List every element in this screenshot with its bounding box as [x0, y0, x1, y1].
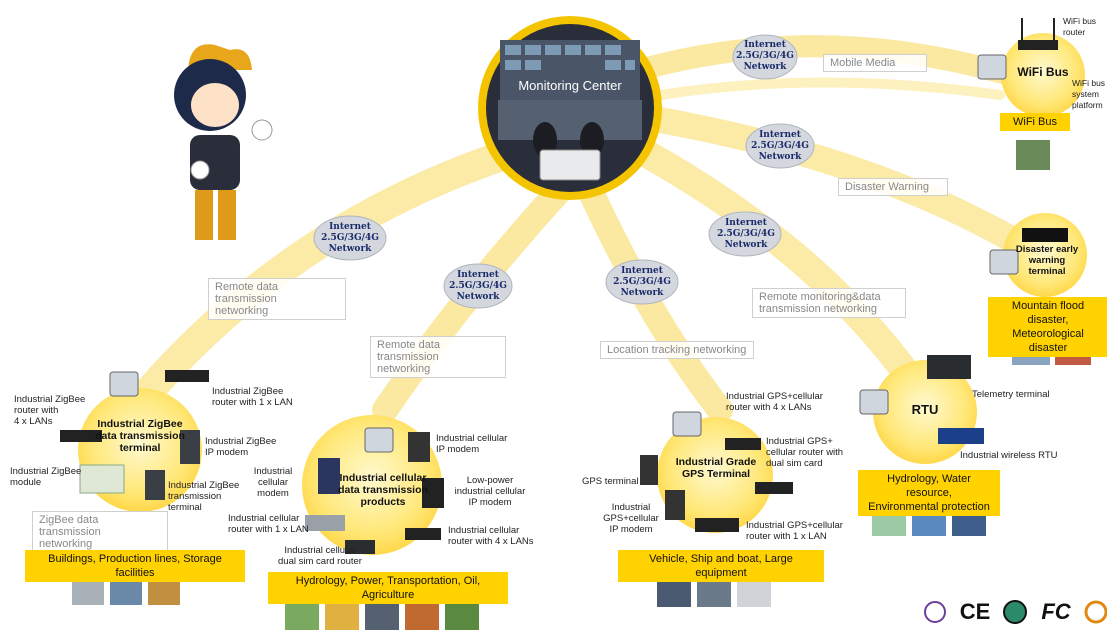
remote-monitoring-label: Remote monitoring&data transmission netw…: [752, 288, 906, 318]
gps-router-4lan-label: Industrial GPS+cellular router with 4 x …: [726, 391, 823, 413]
zigbee-ipmodem-label: Industrial ZigBee IP modem: [205, 436, 277, 458]
cloud-label: Internet: [759, 130, 801, 140]
wifi-circle: [1001, 33, 1085, 117]
cloud-label: Internet: [621, 266, 663, 276]
cloud-label: Internet: [744, 40, 786, 50]
ce-logo-icon: CE: [959, 599, 991, 624]
gps-router-1lan-label: Industrial GPS+cellular router with 1 x …: [746, 520, 843, 542]
cellular-router-1lan-label: Industrial cellular router with 1 x LAN: [228, 513, 309, 535]
zigbee-module-label: Industrial ZigBee module: [10, 466, 82, 488]
gps-dualsim-label: Industrial GPS+ cellular router with dua…: [766, 436, 844, 469]
cloud-label: Network: [724, 240, 768, 250]
cloud-label: 2.5G/3G/4G: [449, 281, 507, 291]
ccc-logo-icon: [1003, 600, 1027, 624]
gps-circle-title: Industrial Grade GPS Terminal: [675, 456, 757, 480]
cloud-internet-lmid: Internet 2.5G/3G/4G Network: [444, 270, 512, 303]
cellular-dualsim-label: Industrial cellular dual sim card router: [278, 545, 362, 567]
wifi-band: WiFi Bus: [1000, 113, 1070, 131]
cloud-internet-mid: Internet 2.5G/3G/4G Network: [748, 130, 812, 163]
beam-gps: [577, 177, 733, 423]
zigbee-networking-label: ZigBee data transmission networking: [32, 511, 168, 553]
cloud-label: Network: [620, 288, 664, 298]
disaster-circle-title: Disaster early warning terminal: [1015, 244, 1079, 277]
cloud-internet-left: Internet 2.5G/3G/4G Network: [316, 222, 384, 255]
remote-data-left-label: Remote data transmission networking: [208, 278, 346, 320]
cellular-router-4lan-label: Industrial cellular router with 4 x LANs: [448, 525, 534, 547]
gps-terminal-label: GPS terminal: [582, 476, 639, 487]
beam-disaster: [647, 107, 1043, 263]
cloud-internet-gps: Internet 2.5G/3G/4G Network: [606, 266, 678, 299]
beam-wifi: [629, 35, 1021, 86]
gps-ipmodem-label: Industrial GPS+cellular IP modem: [603, 502, 659, 535]
device-glyphs: [60, 18, 1068, 554]
cloud-label: 2.5G/3G/4G: [717, 229, 775, 239]
monitor-icons: [109, 54, 1019, 453]
rtu-band: Hydrology, Water resource, Environmental…: [858, 470, 1000, 516]
wifi-router-label: WiFi bus router: [1063, 16, 1097, 37]
rtu-circle-title: RTU: [911, 402, 939, 417]
cloud-label: 2.5G/3G/4G: [736, 51, 794, 61]
cloud-label: Network: [456, 292, 500, 302]
disaster-warning-label: Disaster Warning: [838, 178, 948, 196]
zigbee-router-4lan-label: Industrial ZigBee router with 4 x LANs: [14, 394, 86, 427]
zigbee-band: Buildings, Production lines, Storage fac…: [25, 550, 245, 582]
monitoring-center-title: Monitoring Center: [518, 78, 622, 93]
mascot-illustration: [174, 44, 273, 240]
telemetry-terminal-label: Telemetry terminal: [972, 389, 1050, 400]
cellular-circle-title: Industrial cellular data transmission pr…: [338, 472, 428, 508]
location-tracking-label: Location tracking networking: [600, 341, 754, 359]
cloud-shapes: [313, 34, 815, 309]
cloud-label: Internet: [457, 270, 499, 280]
cloud-internet-rtu: Internet 2.5G/3G/4G Network: [710, 218, 782, 251]
disaster-band: Mountain flood disaster, Meteorological …: [988, 297, 1107, 357]
beam-rtu: [626, 136, 929, 399]
cloud-label: Internet: [329, 222, 371, 232]
wireless-rtu-label: Industrial wireless RTU: [960, 450, 1058, 461]
cloud-label: Internet: [725, 218, 767, 228]
mobile-media-label: Mobile Media: [823, 54, 927, 72]
monitoring-center-graphic: [478, 16, 662, 200]
wifi-circle-title: WiFi Bus: [1017, 65, 1069, 79]
remote-data-mid-label: Remote data transmission networking: [370, 336, 506, 378]
cellular-ipmodem-label: Industrial cellular IP modem: [436, 433, 508, 455]
cellular-lowpower-label: Low-power industrial cellular IP modem: [454, 475, 526, 508]
cloud-internet-top: Internet 2.5G/3G/4G Network: [735, 40, 795, 73]
cloud-label: 2.5G/3G/4G: [751, 141, 809, 151]
beam-wifi-back: [655, 77, 1005, 100]
zigbee-transmission-label: Industrial ZigBee transmission terminal: [168, 480, 240, 513]
cellular-modem-label: Industrial cellular modem: [253, 466, 293, 499]
cellular-band: Hydrology, Power, Transportation, Oil, A…: [268, 572, 508, 604]
fc-logo-icon: FC: [1041, 599, 1071, 624]
gps-band: Vehicle, Ship and boat, Large equipment: [618, 550, 824, 582]
cloud-label: Network: [758, 152, 802, 162]
certification-logos: [924, 600, 1107, 624]
rohs-logo-icon: [1084, 600, 1107, 624]
zigbee-circle-title: Industrial ZigBee data transmission term…: [95, 418, 185, 454]
zigbee-router-1lan-label: Industrial ZigBee router with 1 x LAN: [212, 386, 293, 408]
wifi-platform-label: WiFi bus system platform: [1072, 78, 1106, 110]
cloud-label: Network: [328, 244, 372, 254]
pp-logo-icon: [924, 601, 946, 623]
cloud-label: Network: [743, 62, 787, 72]
cloud-label: 2.5G/3G/4G: [321, 233, 379, 243]
cloud-label: 2.5G/3G/4G: [613, 277, 671, 287]
